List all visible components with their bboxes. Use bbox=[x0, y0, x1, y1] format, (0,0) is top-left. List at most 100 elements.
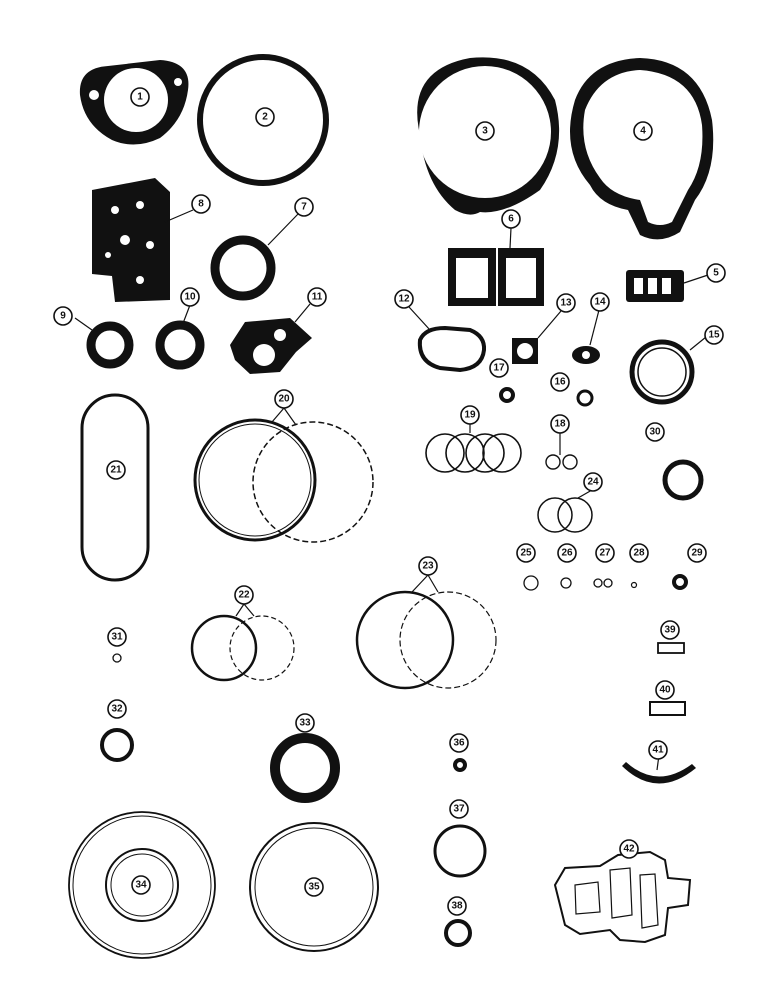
part-4-gasket bbox=[570, 58, 714, 240]
callout-circle bbox=[295, 713, 315, 733]
callout-5: 5 bbox=[706, 263, 726, 283]
part-28-ring bbox=[630, 581, 638, 589]
part-21-seal bbox=[80, 393, 150, 582]
callout-number: 8 bbox=[198, 199, 204, 210]
part-13-gasket bbox=[512, 338, 538, 364]
callout-circle bbox=[107, 627, 127, 647]
callout-15: 15 bbox=[704, 325, 724, 345]
callout-number: 28 bbox=[633, 548, 645, 559]
callout-circle bbox=[633, 121, 653, 141]
callout-1: 1 bbox=[130, 87, 150, 107]
callout-25: 25 bbox=[516, 543, 536, 563]
part-27-rings bbox=[593, 578, 613, 588]
callout-10: 10 bbox=[180, 287, 200, 307]
callout-number: 27 bbox=[599, 548, 611, 559]
callout-circle bbox=[687, 543, 707, 563]
callout-39: 39 bbox=[660, 620, 680, 640]
part-5-gasket bbox=[626, 270, 684, 302]
callout-16: 16 bbox=[550, 372, 570, 392]
callout-27: 27 bbox=[595, 543, 615, 563]
part-8-plate-gasket bbox=[92, 178, 170, 302]
callout-number: 10 bbox=[184, 292, 196, 303]
part-22-ring-and-disc bbox=[190, 614, 295, 682]
callout-number: 35 bbox=[308, 882, 320, 893]
callout-23: 23 bbox=[418, 556, 438, 576]
callout-36: 36 bbox=[449, 733, 469, 753]
callout-circle bbox=[234, 585, 254, 605]
callout-circle bbox=[706, 263, 726, 283]
part-7-gasket bbox=[210, 235, 276, 301]
callout-number: 1 bbox=[137, 92, 143, 103]
callout-number: 29 bbox=[691, 548, 703, 559]
callout-circle bbox=[449, 799, 469, 819]
callout-circle bbox=[583, 472, 603, 492]
callout-number: 21 bbox=[110, 465, 122, 476]
part-23-ring-and-disc bbox=[355, 590, 497, 690]
callout-circle bbox=[53, 306, 73, 326]
callout-circle bbox=[180, 287, 200, 307]
callout-24: 24 bbox=[583, 472, 603, 492]
callout-circle bbox=[255, 107, 275, 127]
callout-circle bbox=[557, 543, 577, 563]
callout-circle bbox=[489, 358, 509, 378]
callout-number: 34 bbox=[135, 880, 147, 891]
part-38-seal bbox=[444, 919, 472, 947]
callout-circle bbox=[130, 87, 150, 107]
callout-number: 25 bbox=[520, 548, 532, 559]
part-9-gasket bbox=[86, 321, 134, 369]
callout-21: 21 bbox=[106, 460, 126, 480]
part-41-half-seal bbox=[622, 762, 696, 784]
part-14-gasket bbox=[572, 346, 600, 364]
callout-circle bbox=[294, 197, 314, 217]
callout-circle bbox=[556, 293, 576, 313]
callout-number: 11 bbox=[312, 292, 323, 303]
callout-number: 19 bbox=[464, 410, 476, 421]
callout-32: 32 bbox=[107, 699, 127, 719]
callout-4: 4 bbox=[633, 121, 653, 141]
callout-29: 29 bbox=[687, 543, 707, 563]
part-30-seal bbox=[662, 459, 704, 501]
callout-14: 14 bbox=[590, 292, 610, 312]
callout-circle bbox=[449, 733, 469, 753]
callout-22: 22 bbox=[234, 585, 254, 605]
callout-42: 42 bbox=[619, 839, 639, 859]
callout-18: 18 bbox=[550, 414, 570, 434]
callout-circle bbox=[191, 194, 211, 214]
callout-13: 13 bbox=[556, 293, 576, 313]
callout-number: 7 bbox=[301, 202, 307, 213]
callout-number: 12 bbox=[398, 294, 410, 305]
callout-circle bbox=[447, 896, 467, 916]
callout-number: 24 bbox=[587, 477, 599, 488]
callout-number: 33 bbox=[299, 718, 311, 729]
callout-number: 31 bbox=[111, 632, 123, 643]
part-20-ring-and-disc bbox=[193, 418, 374, 543]
callout-number: 30 bbox=[649, 427, 661, 438]
callout-number: 4 bbox=[640, 126, 646, 137]
callout-7: 7 bbox=[294, 197, 314, 217]
callout-circle bbox=[501, 209, 521, 229]
callout-circle bbox=[595, 543, 615, 563]
part-29-seal bbox=[672, 574, 688, 590]
part-6-gasket-pair bbox=[448, 248, 544, 306]
callout-number: 41 bbox=[652, 745, 664, 756]
part-32-seal bbox=[100, 728, 134, 762]
part-10-gasket bbox=[155, 320, 205, 370]
callout-circle bbox=[550, 372, 570, 392]
callout-number: 18 bbox=[554, 419, 566, 430]
callout-circle bbox=[516, 543, 536, 563]
callout-28: 28 bbox=[629, 543, 649, 563]
callout-number: 38 bbox=[451, 901, 463, 912]
callout-circle bbox=[550, 414, 570, 434]
callout-circle bbox=[475, 121, 495, 141]
part-24-rings bbox=[537, 497, 593, 533]
callout-41: 41 bbox=[648, 740, 668, 760]
callout-circle bbox=[660, 620, 680, 640]
callout-12: 12 bbox=[394, 289, 414, 309]
callout-3: 3 bbox=[475, 121, 495, 141]
part-26-ring bbox=[560, 577, 572, 589]
callout-circle bbox=[655, 680, 675, 700]
callout-17: 17 bbox=[489, 358, 509, 378]
callout-circle bbox=[394, 289, 414, 309]
